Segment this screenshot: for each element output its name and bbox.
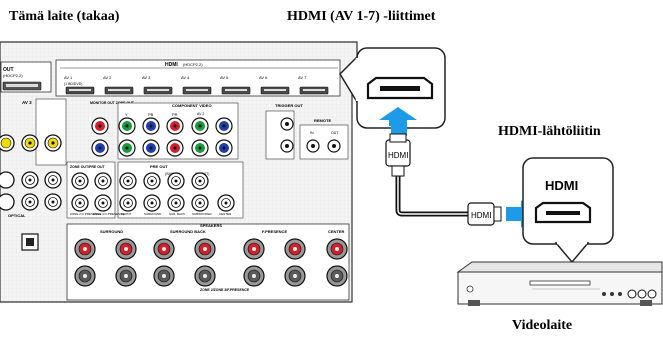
surround-label: SURROUND	[100, 229, 123, 234]
av1-label: AV 1	[64, 75, 73, 80]
presence-label: F.PRESENCE	[262, 229, 287, 234]
zone2-label: ZONE 2/ F.PRESENCE	[70, 212, 101, 216]
av3-section-label: AV 3	[22, 100, 32, 105]
av7-label: AV 7	[298, 75, 307, 80]
hdmi-out-note: (HDCP2.2)	[3, 73, 23, 78]
zone3-label: ZONE 3/ F.PRESENCE	[93, 212, 124, 216]
component-av-label: AV 2	[197, 112, 204, 116]
cable-tag-top: HDMI	[388, 151, 408, 160]
receiver-back-panel: OUT (HDCP2.2) HDMI (HDCP2.2) AV 1 (1 BD/…	[0, 41, 358, 303]
av6-label: AV 6	[259, 75, 268, 80]
trigger-out-label: TRIGGER OUT	[275, 103, 303, 108]
monitor-out-label: MONITOR OUT ZONE OUT	[90, 101, 135, 105]
zone-out-label: ZONE OUT/PRE OUT	[70, 165, 105, 169]
pre-front-label: FRONT	[121, 212, 131, 216]
hdmi-header: HDMI	[165, 62, 178, 68]
arrow-up-icon	[379, 107, 417, 136]
speakers-label: SPEAKERS	[200, 223, 222, 228]
remote-label: REMOTE	[314, 118, 331, 123]
cable-tag-bottom: HDMI	[471, 211, 491, 220]
video-device-graphic	[456, 261, 663, 306]
av4-label: AV 4	[181, 75, 190, 80]
device-back-label: Tämä laite (takaa)	[9, 9, 120, 24]
remote-out-label: OUT	[331, 131, 339, 135]
optical-label: OPTICAL	[8, 213, 26, 218]
remote-in-label: IN	[310, 131, 314, 135]
component-pr-label: PR	[172, 112, 178, 117]
component-pb-label: PB	[148, 112, 154, 117]
output-port-label: HDMI	[545, 178, 578, 193]
pre-out-label: PRE OUT	[150, 164, 168, 169]
component-y-label: Y	[125, 112, 128, 117]
zone-footer-label: ZONE 2/ZONE 3/F.PRESENCE	[200, 288, 250, 292]
composite-jacks	[0, 134, 62, 152]
component-jacks	[91, 117, 233, 157]
center-label: CENTER	[328, 229, 345, 234]
av1-note: (1 BD/DVD)	[64, 82, 82, 86]
surround-back-label: SURROUND BACK	[170, 229, 206, 234]
av2-label: AV 2	[103, 75, 112, 80]
component-video-label: COMPONENT VIDEO	[172, 103, 212, 108]
output-port-callout	[522, 157, 614, 245]
pre-subwoofer-label: SUBWOOFER	[192, 212, 213, 216]
av3-label: AV 3	[142, 75, 151, 80]
hdmi-output-label: HDMI-lähtöliitin	[498, 124, 601, 139]
speaker-terminals	[74, 238, 348, 287]
hdmi-header-note: (HDCP2.2)	[183, 62, 203, 67]
hdmi-out-label: OUT	[3, 67, 14, 73]
pre-sur-back-label: SUR. BACK	[169, 212, 185, 216]
pre-surround-label: SURROUND	[144, 212, 162, 216]
video-device-label: Videolaite	[512, 318, 573, 333]
av5-label: AV 5	[220, 75, 229, 80]
pre-center-label: CENTER	[219, 212, 232, 216]
hdmi-inputs-label: HDMI (AV 1-7) -liittimet	[287, 9, 436, 24]
